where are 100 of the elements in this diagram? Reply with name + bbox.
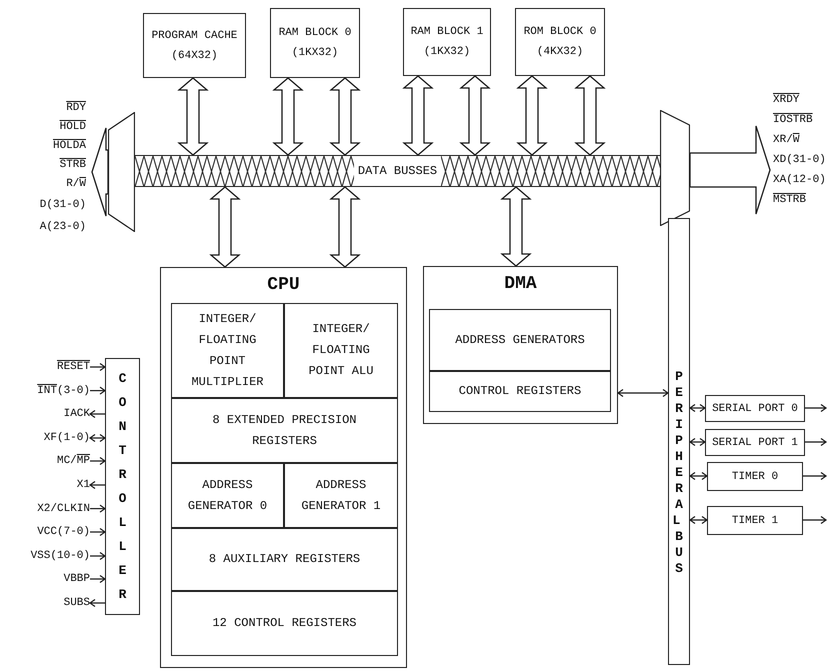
- signal-label: MSTRB: [773, 193, 806, 208]
- signal-label: XD(31-0): [773, 153, 826, 168]
- block-label: INTEGER/ FLOATING POINT MULTIPLIER: [190, 310, 264, 390]
- register-cell: [171, 528, 398, 591]
- arrow: [805, 438, 827, 446]
- arrow: [89, 410, 105, 418]
- arrow: [89, 598, 105, 608]
- signal-label: XRDY: [773, 93, 800, 108]
- signal-label: IOSTRB: [773, 113, 813, 128]
- pin-label: X2/CLKIN: [37, 500, 90, 518]
- block-label: CONTROL REGISTERS: [458, 383, 582, 400]
- arrow: [617, 388, 669, 398]
- block-arrow: [329, 186, 361, 268]
- vertical-label: CONTROLLER: [118, 370, 128, 604]
- block-arrow: [329, 77, 361, 156]
- block-title: CPU: [266, 274, 301, 297]
- trapezoid-shape: [660, 110, 690, 226]
- pin-label: INT(3-0): [37, 382, 90, 400]
- block-arrow: [209, 186, 241, 268]
- register-cell: [171, 398, 398, 463]
- block-arrow: [516, 75, 548, 156]
- block-label: 12 CONTROL REGISTERS: [212, 615, 357, 632]
- pin-label: SUBS: [64, 594, 90, 612]
- signal-label: XR/W: [773, 133, 800, 148]
- pin-label: VSS(10-0): [30, 547, 90, 565]
- block-arrow: [91, 127, 109, 217]
- block-label: RAM BLOCK 1 (1KX32): [410, 25, 484, 60]
- arrow: [803, 472, 827, 480]
- arrow: [803, 516, 827, 524]
- pin-label: IACK: [64, 405, 90, 423]
- block-label: ADDRESS GENERATORS: [455, 332, 585, 348]
- memory-block: [143, 13, 246, 78]
- signal-label: RDY: [66, 101, 86, 116]
- register-cell: [284, 303, 398, 398]
- processor-block: [160, 267, 407, 668]
- arrow: [90, 574, 106, 584]
- block-label: ADDRESS GENERATOR 1: [300, 476, 382, 514]
- processor-block: [423, 266, 618, 424]
- arrow: [689, 404, 706, 412]
- register-cell: [171, 303, 284, 398]
- arrow: [805, 404, 827, 412]
- block-label: TIMER 1: [730, 514, 780, 528]
- block-arrow: [177, 77, 209, 156]
- arrow: [89, 434, 106, 442]
- block-title: DMA: [503, 273, 538, 296]
- pin-label: MC/MP: [56, 452, 90, 470]
- block-label: SERIAL PORT 0: [711, 402, 799, 416]
- arrow: [90, 456, 106, 466]
- pin-label: VCC(7-0): [37, 523, 90, 541]
- block-label: 8 EXTENDED PRECISION REGISTERS: [211, 412, 358, 450]
- pin-label: VBBP: [64, 570, 90, 588]
- block-arrow: [402, 75, 434, 156]
- port-box: [705, 395, 805, 422]
- pin-label: XF(1-0): [44, 429, 90, 447]
- block-label: TIMER 0: [730, 470, 780, 484]
- block-label: SERIAL PORT 1: [711, 436, 799, 450]
- block-label: INTEGER/ FLOATING POINT ALU: [308, 321, 374, 380]
- arrow: [90, 362, 106, 372]
- arrow: [89, 480, 105, 490]
- signal-label: HOLDA: [52, 139, 86, 154]
- signal-label: XA(12-0): [773, 173, 826, 188]
- register-cell: [429, 309, 611, 371]
- pin-label: X1: [76, 476, 90, 494]
- port-box: [707, 462, 803, 491]
- register-cell: [429, 371, 611, 412]
- arrow: [90, 528, 106, 536]
- data-bus-band: [135, 155, 660, 187]
- block-label: ROM BLOCK 0 (4KX32): [522, 25, 598, 60]
- block-label: 8 AUXILIARY REGISTERS: [208, 551, 360, 568]
- signal-label: STRB: [60, 158, 86, 173]
- arrow: [90, 504, 106, 513]
- controller-box: [105, 358, 140, 615]
- block-arrow: [689, 125, 771, 215]
- pin-label: RESET: [56, 358, 90, 376]
- bus-label: DATA BUSSES: [354, 156, 442, 186]
- register-cell: [171, 591, 398, 656]
- signal-label: HOLD: [60, 120, 86, 135]
- register-cell: [284, 463, 398, 528]
- memory-block: [403, 8, 491, 76]
- block-label: PROGRAM CACHE (64X32): [150, 28, 238, 64]
- block-arrow: [459, 75, 491, 156]
- block-label: ADDRESS GENERATOR 0: [186, 476, 268, 514]
- arrow: [689, 438, 706, 446]
- register-cell: [171, 463, 284, 528]
- block-label: RAM BLOCK 0 (1KX32): [278, 26, 352, 61]
- signal-label: A(23-0): [40, 220, 86, 235]
- vertical-label: PERIPHERAL BUS: [672, 369, 684, 577]
- signal-label: R/W: [66, 177, 86, 192]
- trapezoid-shape: [108, 112, 135, 232]
- block-arrow: [272, 77, 304, 156]
- port-box: [705, 429, 805, 456]
- port-box: [707, 506, 803, 535]
- block-arrow: [500, 186, 532, 267]
- arrow: [90, 386, 106, 395]
- arrow: [689, 516, 708, 524]
- signal-label: D(31-0): [40, 198, 86, 213]
- block-arrow: [574, 75, 606, 156]
- arrow: [689, 472, 708, 480]
- memory-block: [270, 8, 360, 78]
- memory-block: [515, 8, 605, 76]
